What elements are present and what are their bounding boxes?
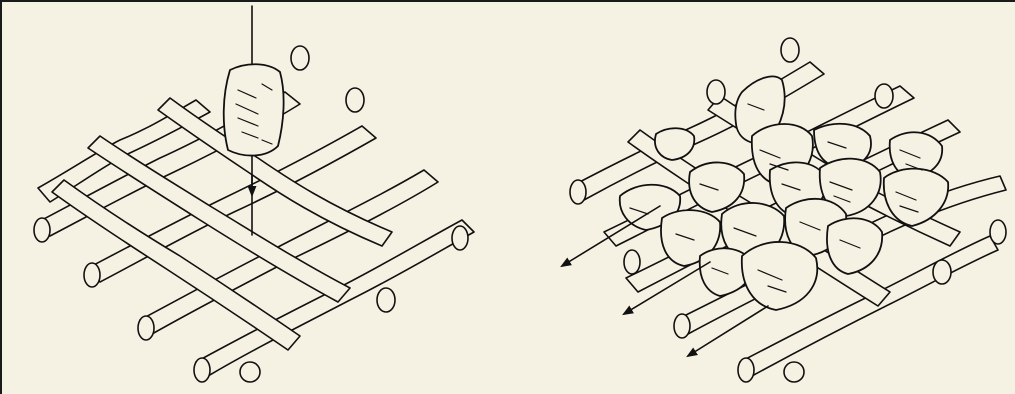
left-cap-3 [138, 316, 154, 340]
right-cap-2 [624, 250, 640, 274]
right-cap-9 [781, 38, 799, 62]
right-cap-7 [784, 362, 804, 382]
left-cap-6 [377, 288, 395, 312]
right-cap-4 [738, 358, 754, 382]
right-arrow-1 [562, 206, 660, 266]
right-cap-8 [875, 84, 893, 108]
left-cap-4 [194, 358, 210, 382]
left-cap-5 [452, 226, 468, 250]
left-cap-9 [291, 46, 309, 70]
right-cap-3 [674, 314, 690, 338]
left-particle [224, 64, 284, 155]
left-cap-8 [346, 88, 364, 112]
left-cap-1 [34, 218, 50, 242]
left-cap-2 [84, 263, 100, 287]
right-cap-6 [933, 260, 951, 284]
right-panel [562, 38, 1006, 382]
right-cap-10 [707, 80, 725, 104]
particle-2 [655, 128, 694, 160]
left-cap-7 [240, 362, 260, 382]
left-panel [34, 6, 474, 382]
right-cap-5 [990, 220, 1006, 244]
right-cap-1 [570, 180, 586, 204]
